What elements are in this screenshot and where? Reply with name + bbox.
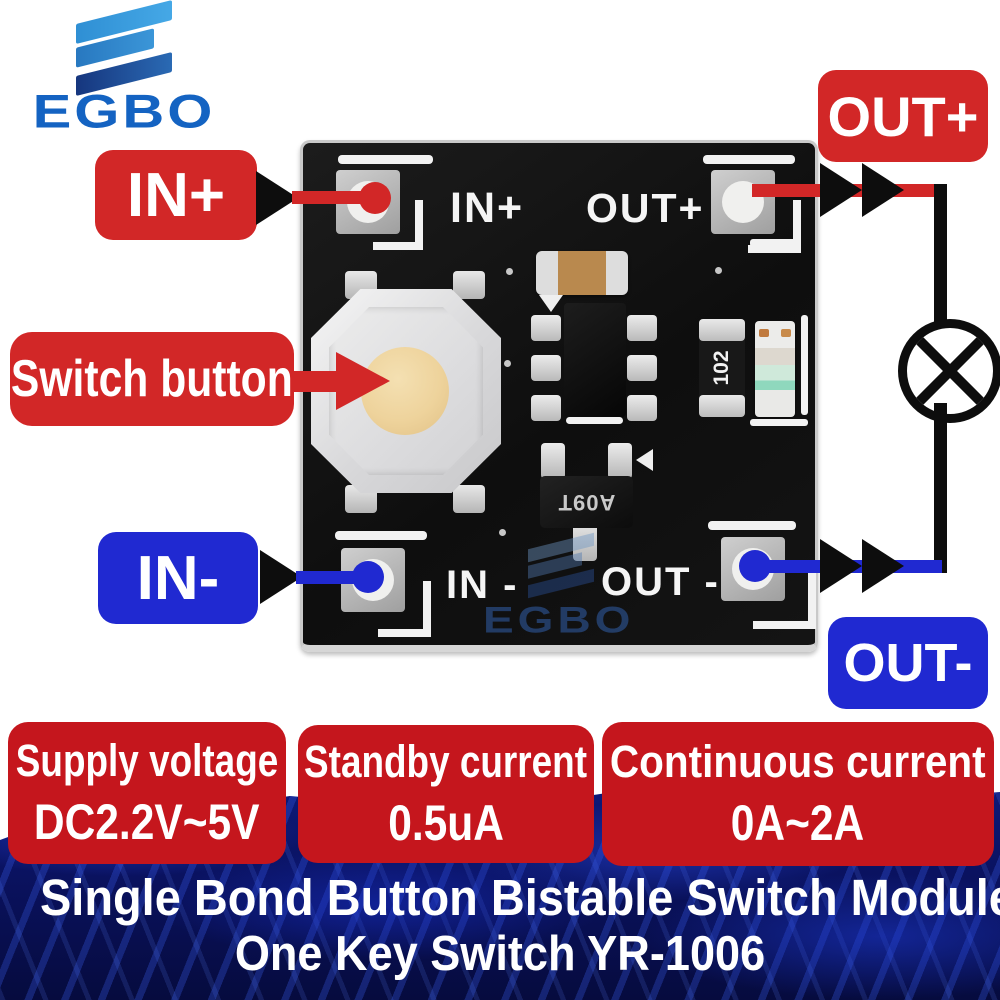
- arrow-right-icon: [862, 163, 904, 217]
- resistor-code: 102: [710, 350, 733, 386]
- wire-dot-in-minus: [352, 561, 384, 593]
- spec-label: Continuous current: [610, 736, 986, 787]
- via: [506, 268, 513, 275]
- spec-label: Standby current: [304, 736, 588, 787]
- spec-continuous-current: Continuous current 0A~2A: [602, 722, 994, 866]
- spec-supply-voltage: Supply voltage DC2.2V~5V: [8, 722, 286, 864]
- silk-dash: [708, 521, 796, 530]
- callout-in-plus: IN+: [95, 150, 257, 240]
- resistor-end: [699, 319, 745, 341]
- ic-pad: [627, 355, 657, 381]
- product-title-line1: Single Bond Button Bistable Switch Modul…: [40, 869, 1000, 926]
- spec-value: 0A~2A: [731, 795, 865, 851]
- silk-in-minus: IN -: [446, 563, 519, 607]
- silk-line: [801, 315, 808, 415]
- silk-dash: [335, 531, 427, 540]
- spec-label: Supply voltage: [15, 735, 279, 786]
- wire-in-minus: [296, 571, 370, 584]
- via: [504, 360, 511, 367]
- callout-switch-button-text: Switch button: [11, 350, 293, 408]
- callout-switch-button: Switch button: [10, 332, 294, 426]
- lamp-wire-bottom: [934, 403, 947, 573]
- wire-in-plus: [292, 191, 372, 204]
- arrow-right-icon: [820, 539, 862, 593]
- resistor: 102: [699, 319, 745, 417]
- via: [499, 529, 506, 536]
- silk-bracket: [748, 200, 801, 253]
- red-arrow-shaft: [292, 371, 348, 392]
- lamp-symbol: [898, 319, 1000, 423]
- via: [715, 267, 722, 274]
- capacitor: [536, 251, 628, 295]
- pad-out-plus: [711, 170, 775, 234]
- silk-dash: [566, 417, 623, 424]
- transistor-marker: [636, 449, 653, 471]
- watermark-egbo-text: EGBO: [483, 598, 635, 641]
- arrow-right-icon: [820, 163, 862, 217]
- product-title-line2: One Key Switch YR-1006: [234, 927, 766, 981]
- control-ic: [564, 303, 626, 417]
- spec-value: DC2.2V~5V: [34, 794, 260, 850]
- spec-value: 0.5uA: [388, 795, 504, 851]
- silk-bracket: [378, 581, 431, 637]
- resistor-end: [699, 395, 745, 417]
- silk-dash: [703, 155, 795, 164]
- transistor-leg: [608, 443, 632, 479]
- brand-name: EGBO: [32, 84, 216, 139]
- wire-dot-in-plus: [359, 182, 391, 214]
- silk-in-plus: IN+: [450, 184, 525, 232]
- transistor-code: A09T: [557, 490, 616, 515]
- egbo-logo-icon: [76, 0, 172, 96]
- transistor-leg: [541, 443, 565, 479]
- led: [755, 321, 795, 417]
- silk-dash: [338, 155, 433, 164]
- ic-pad: [627, 315, 657, 341]
- callout-in-minus: IN-: [98, 532, 258, 624]
- arrow-right-icon: [862, 539, 904, 593]
- ic-pin1-marker: [539, 295, 563, 312]
- watermark-egbo-icon: [528, 532, 598, 601]
- silk-line: [750, 419, 808, 426]
- silk-out-minus: OUT -: [601, 560, 720, 604]
- ic-pad: [627, 395, 657, 421]
- ic-pad: [531, 395, 561, 421]
- switch-leg: [453, 485, 485, 513]
- switch-leg: [453, 271, 485, 299]
- ic-pad: [531, 315, 561, 341]
- arrow-right-icon: [256, 171, 298, 225]
- callout-out-minus: OUT-: [828, 617, 988, 709]
- silk-bracket: [753, 571, 816, 629]
- silk-bracket: [373, 200, 423, 250]
- silk-line: [750, 239, 800, 247]
- red-arrow-icon: [336, 352, 390, 410]
- ic-pad: [531, 355, 561, 381]
- arrow-right-icon: [260, 550, 302, 604]
- spec-standby-current: Standby current 0.5uA: [298, 725, 594, 863]
- silk-out-plus: OUT+: [586, 185, 705, 231]
- lamp-wire-top: [934, 184, 947, 324]
- transistor: A09T: [540, 476, 633, 528]
- callout-out-plus: OUT+: [818, 70, 988, 162]
